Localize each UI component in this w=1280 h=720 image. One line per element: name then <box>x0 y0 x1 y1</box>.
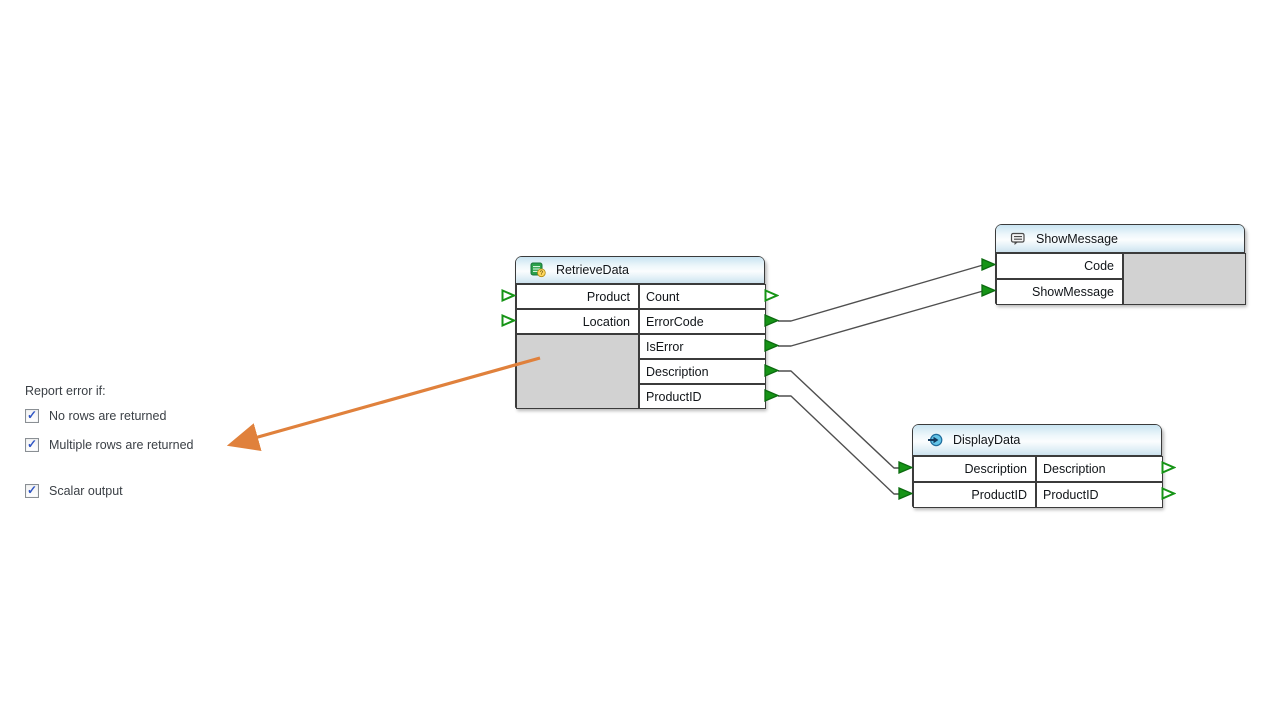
empty-input-area <box>516 334 639 409</box>
checkbox-row-no-rows: ✓ No rows are returned <box>25 408 166 424</box>
output-port-icon[interactable] <box>764 339 780 352</box>
input-label: ShowMessage <box>1032 285 1114 299</box>
checkmark-icon: ✓ <box>26 408 38 422</box>
input-port-icon[interactable] <box>898 461 914 474</box>
input-port-icon[interactable] <box>501 288 517 303</box>
annotation-arrow <box>226 356 541 451</box>
checkbox-label-no-rows: No rows are returned <box>49 409 167 423</box>
output-row-productid: ProductID <box>639 384 766 409</box>
checkmark-icon: ✓ <box>26 483 38 497</box>
input-row-product: Product <box>516 284 639 309</box>
database-query-icon: ? <box>530 262 546 278</box>
checkbox-scalar-output[interactable]: ✓ <box>25 484 39 498</box>
input-row-location: Location <box>516 309 639 334</box>
output-row-productid: ProductID <box>1036 482 1163 508</box>
input-row-code: Code <box>996 253 1123 279</box>
wire-iserror-to-showmessage <box>778 290 984 347</box>
node-displaydata-header[interactable]: DisplayData <box>913 425 1161 456</box>
wire-description-to-description <box>778 370 900 469</box>
checkmark-icon: ✓ <box>26 437 38 451</box>
input-label: Code <box>1084 259 1114 273</box>
input-port-icon[interactable] <box>898 487 914 500</box>
node-showmessage[interactable]: ShowMessage Code ShowMessage <box>995 224 1246 305</box>
node-showmessage-header[interactable]: ShowMessage <box>996 225 1244 253</box>
message-bubble-icon <box>1010 231 1026 247</box>
checkbox-no-rows[interactable]: ✓ <box>25 409 39 423</box>
input-label: Description <box>964 462 1027 476</box>
node-retrievedata-header[interactable]: ? RetrieveData <box>516 257 764 284</box>
checkbox-row-scalar-output: ✓ Scalar output <box>25 483 123 499</box>
output-port-icon[interactable] <box>1161 460 1177 475</box>
input-row-productid: ProductID <box>913 482 1036 508</box>
node-retrievedata[interactable]: ? RetrieveData Product Location Count Er… <box>515 256 766 409</box>
svg-text:?: ? <box>540 270 544 277</box>
input-row-description: Description <box>913 456 1036 482</box>
input-port-icon[interactable] <box>981 258 997 271</box>
output-port-icon[interactable] <box>1161 486 1177 501</box>
output-label: ProductID <box>1043 488 1099 502</box>
node-title: DisplayData <box>953 433 1021 447</box>
input-port-icon[interactable] <box>501 313 517 328</box>
report-error-heading: Report error if: <box>25 384 106 398</box>
output-port-icon[interactable] <box>764 314 780 327</box>
input-label: Location <box>582 314 630 329</box>
wire-productid-to-productid <box>778 395 900 495</box>
output-label: Description <box>1043 462 1106 476</box>
output-row-errorcode: ErrorCode <box>639 309 766 334</box>
output-row-iserror: IsError <box>639 334 766 359</box>
output-port-icon[interactable] <box>764 389 780 402</box>
output-port-icon[interactable] <box>764 364 780 377</box>
output-row-description: Description <box>1036 456 1163 482</box>
node-title: ShowMessage <box>1036 231 1118 246</box>
input-row-showmessage: ShowMessage <box>996 279 1123 305</box>
output-row-count: Count <box>639 284 766 309</box>
output-label: ProductID <box>646 389 702 404</box>
output-port-icon[interactable] <box>764 288 780 303</box>
output-row-description: Description <box>639 359 766 384</box>
input-label: ProductID <box>971 488 1027 502</box>
wire-errorcode-to-code <box>778 264 984 322</box>
output-label: Count <box>646 289 680 304</box>
checkbox-row-multiple-rows: ✓ Multiple rows are returned <box>25 437 194 453</box>
checkbox-label-multiple-rows: Multiple rows are returned <box>49 438 194 452</box>
node-displaydata[interactable]: DisplayData Description ProductID Descri… <box>912 424 1163 508</box>
output-label: Description <box>646 364 709 379</box>
input-port-icon[interactable] <box>981 284 997 297</box>
output-label: ErrorCode <box>646 314 704 329</box>
arrow-into-circle-icon <box>927 432 943 448</box>
output-label: IsError <box>646 339 684 354</box>
checkbox-label-scalar-output: Scalar output <box>49 484 123 498</box>
input-label: Product <box>586 289 630 304</box>
node-title: RetrieveData <box>556 263 629 277</box>
empty-output-area <box>1123 253 1246 305</box>
checkbox-multiple-rows[interactable]: ✓ <box>25 438 39 452</box>
